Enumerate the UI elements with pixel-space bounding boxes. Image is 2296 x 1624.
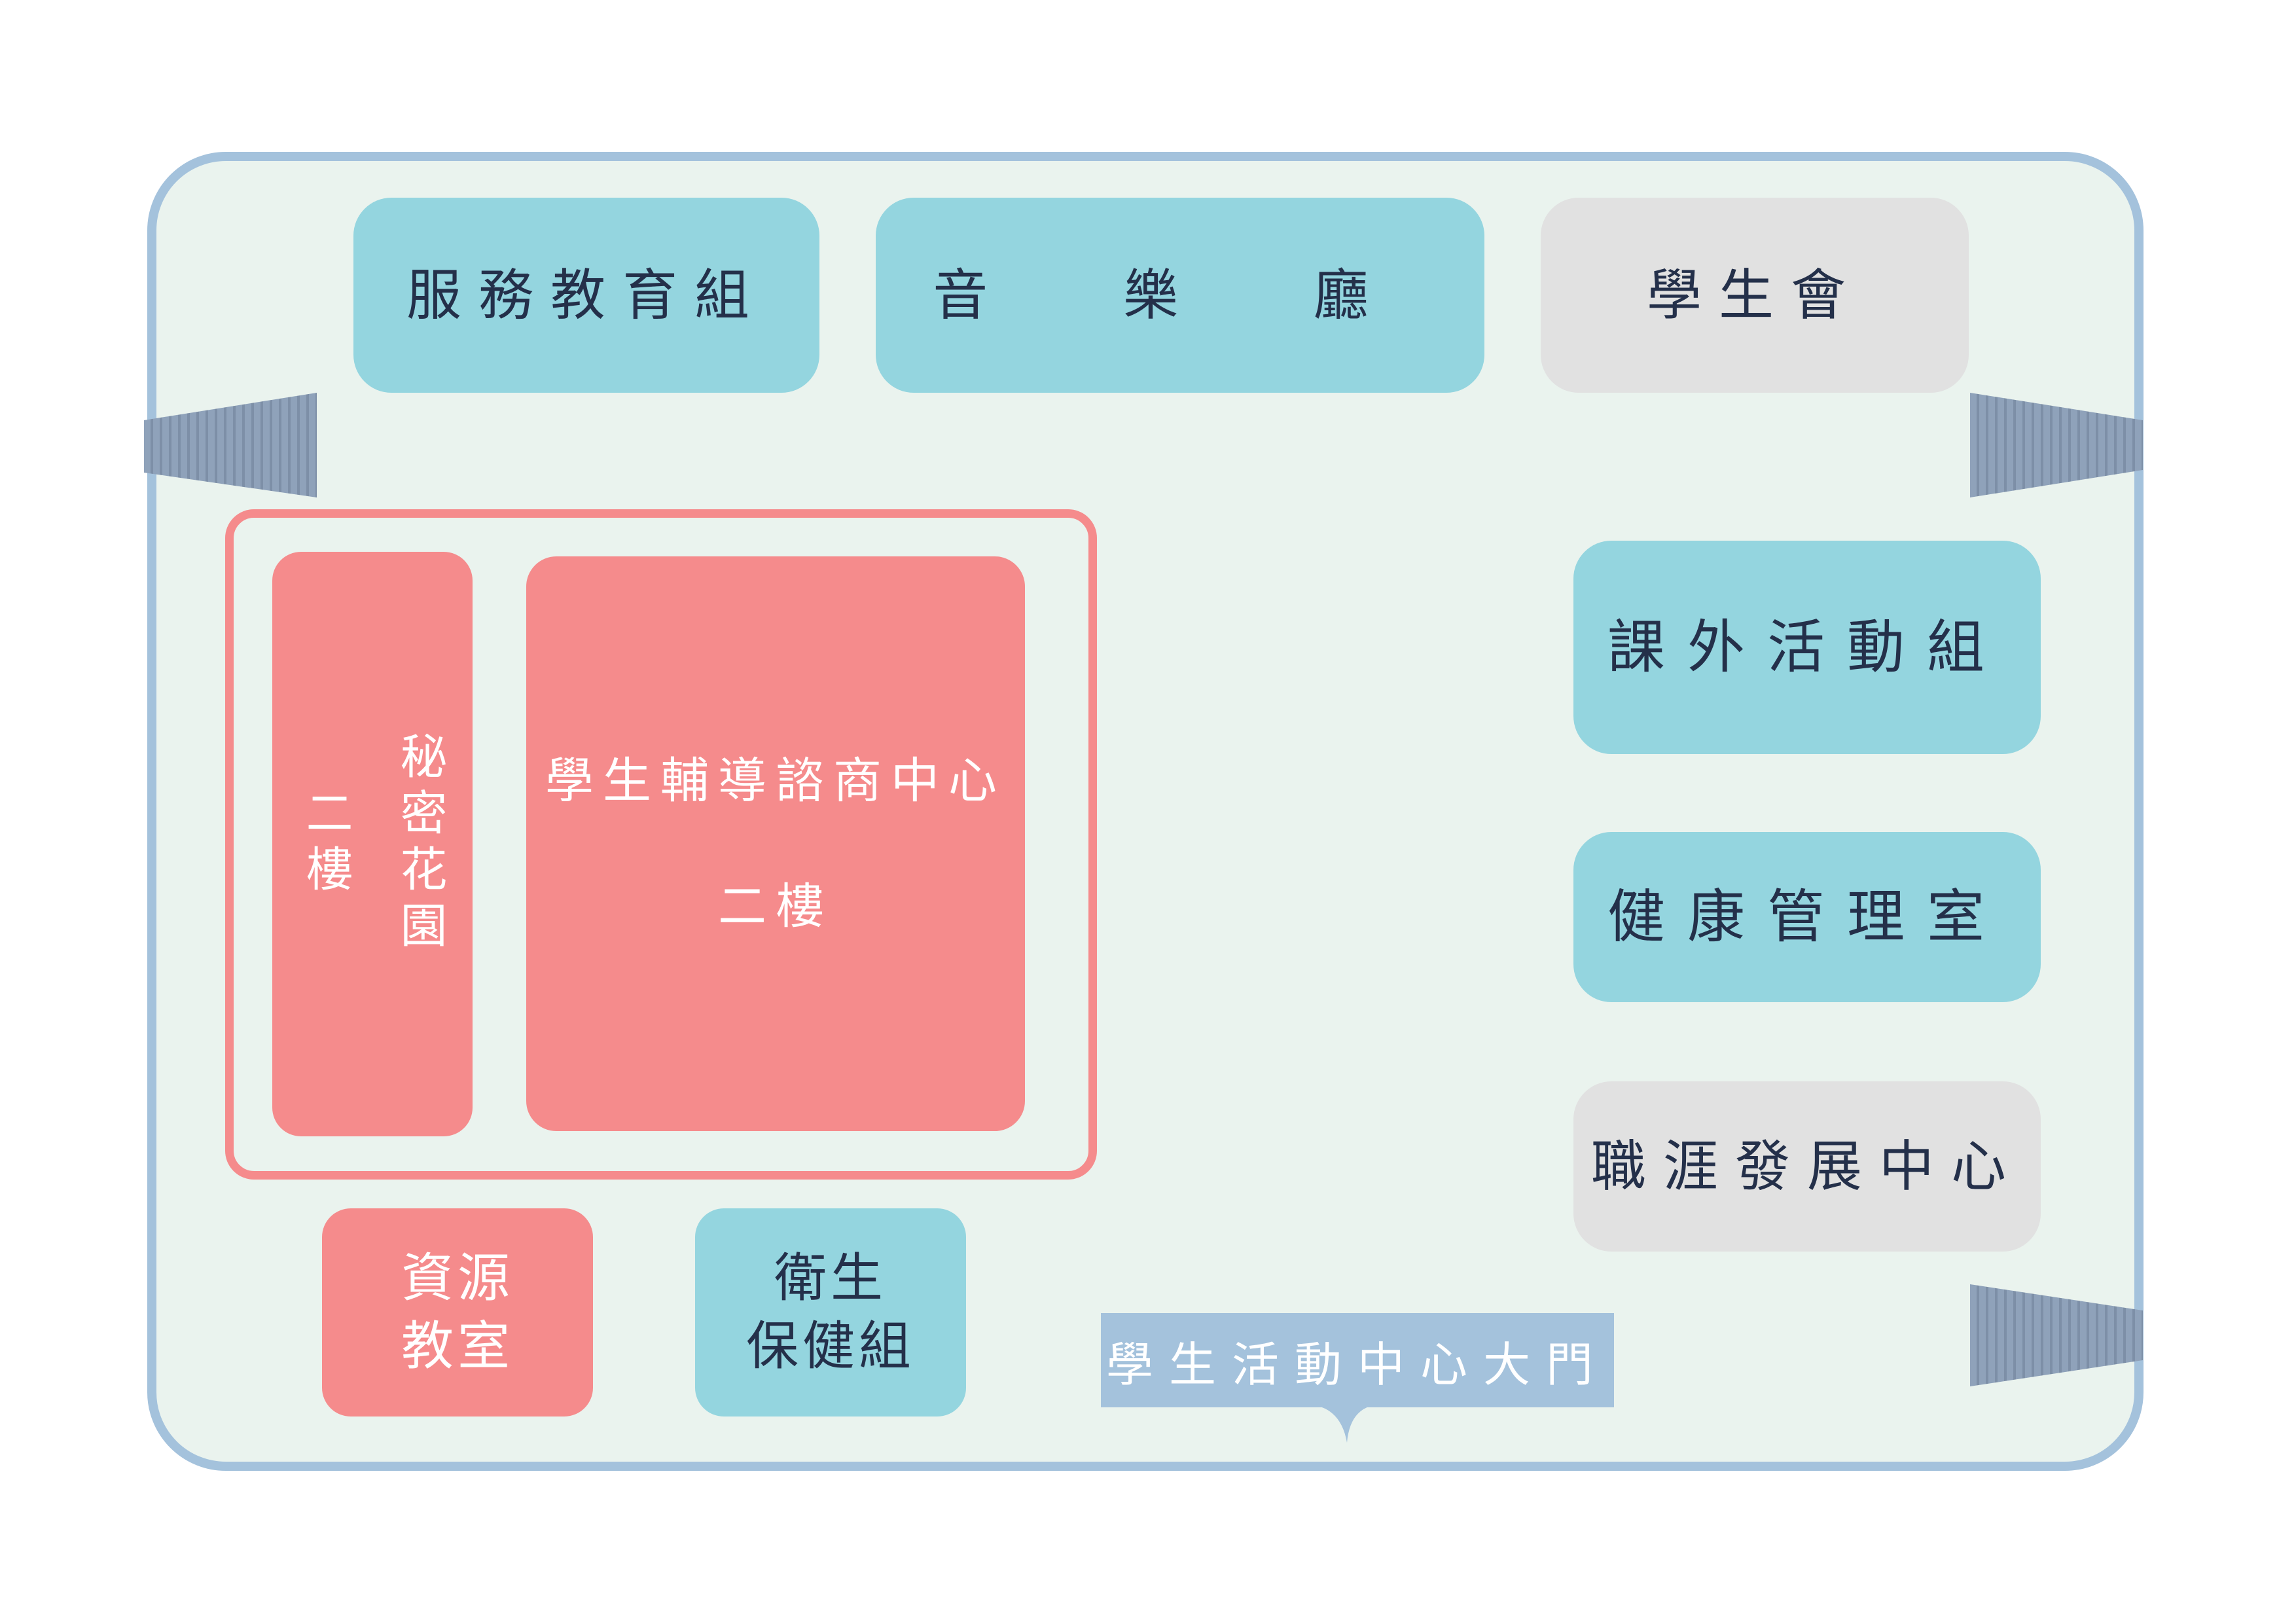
- room-counseling-center: 學生輔導諮商中心 二樓: [526, 556, 1025, 1131]
- room-concert-hall: 音 樂 廳: [876, 198, 1484, 393]
- stairs-left-icon: [144, 393, 317, 497]
- entrance-label: 學生活動中心大門: [1105, 1337, 1609, 1392]
- room-student-council: 學生會: [1541, 198, 1969, 393]
- room-health-management: 健康管理室: [1573, 832, 2041, 1002]
- room-label: 音 樂 廳: [933, 262, 1427, 327]
- room-secret-garden: 秘密花園 二樓: [272, 552, 473, 1136]
- room-label: 課外活動組: [1607, 613, 2007, 681]
- stairs-right-top-icon: [1970, 393, 2143, 497]
- room-label: 職涯發展中心: [1590, 1134, 2023, 1199]
- entrance-pointer: [1318, 1406, 1371, 1443]
- room-label: 服務教育組: [406, 262, 766, 327]
- stairs-right-bottom-icon: [1970, 1284, 2143, 1386]
- entrance-label-box: 學生活動中心大門: [1101, 1313, 1614, 1407]
- room-label: 學生會: [1646, 262, 1863, 327]
- room-label: 衛生 保健組: [746, 1248, 915, 1377]
- room-career-center: 職涯發展中心: [1573, 1081, 2041, 1252]
- room-extracurricular: 課外活動組: [1573, 541, 2041, 754]
- room-label: 秘密花園 二樓: [298, 731, 447, 957]
- room-label: 學生輔導諮商中心 二樓: [545, 752, 1006, 935]
- room-label: 健康管理室: [1607, 883, 2007, 951]
- room-health-care: 衛生 保健組: [695, 1208, 966, 1416]
- room-service-education: 服務教育組: [353, 198, 819, 393]
- room-resource-classroom: 資源 教室: [322, 1208, 593, 1416]
- second-floor-frame: [225, 509, 1097, 1180]
- room-label: 資源 教室: [401, 1248, 514, 1377]
